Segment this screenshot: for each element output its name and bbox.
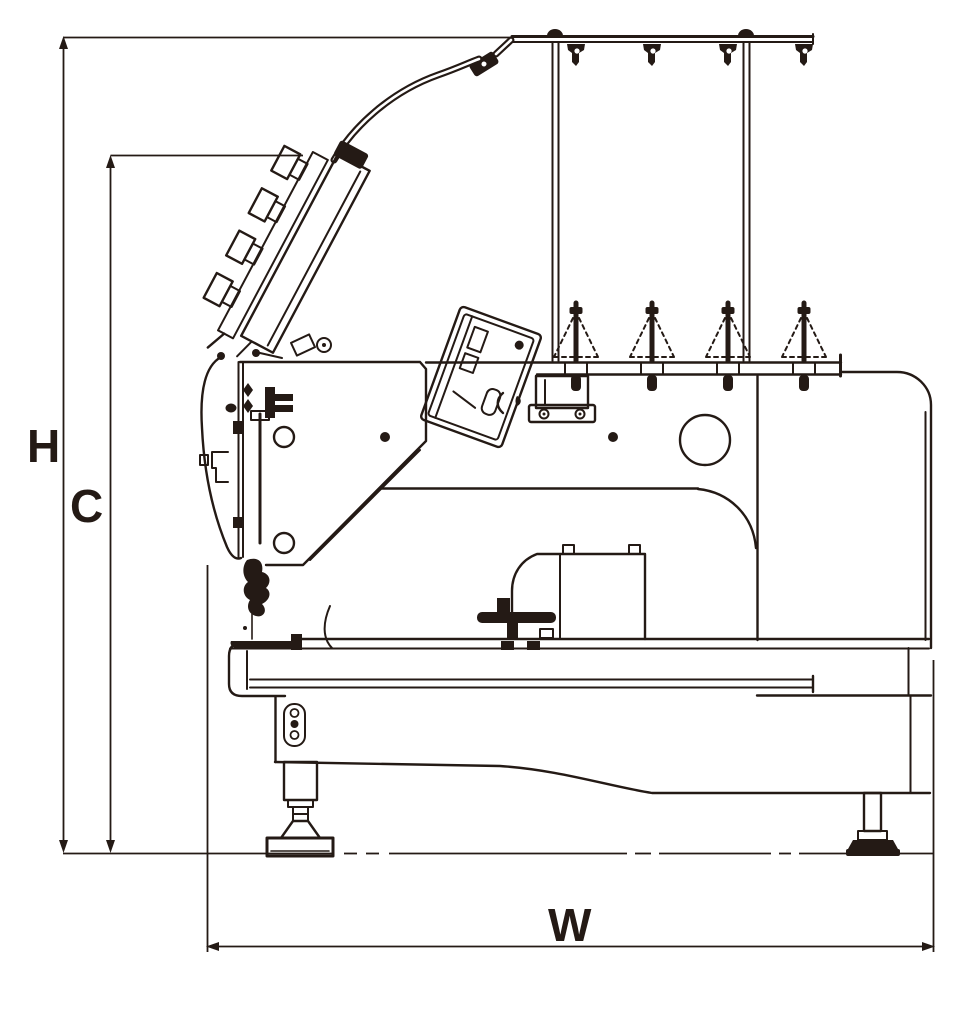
thread-guide-disc [316, 337, 332, 353]
left-adjustable-foot [265, 760, 335, 858]
spool-pin [705, 300, 751, 391]
needle-clamp-cluster [243, 558, 270, 617]
screw-dot [380, 432, 390, 442]
w-label: W [548, 899, 592, 951]
spool-table-ticks [564, 362, 816, 375]
thread-guide-tube [330, 55, 483, 164]
dimension-height-c: C [70, 154, 303, 853]
feed-dog [501, 641, 514, 650]
handwheel-hole [678, 413, 732, 467]
guide-bead [225, 403, 237, 413]
faceplate-clamp [233, 517, 244, 528]
screw-dot [608, 432, 618, 442]
tension-plate [239, 152, 371, 354]
wire-guard [200, 355, 243, 560]
hanger-hook-icon [795, 44, 813, 66]
right-adjustable-foot [846, 791, 900, 856]
w-arrow-right-icon [922, 942, 935, 951]
looper-arc [496, 391, 505, 415]
sparkle-icon [243, 399, 253, 413]
stand-mount-bracket [527, 374, 597, 424]
thread-guide-ball [252, 349, 260, 357]
hanger-hook-icon [567, 44, 585, 66]
thread-hanger-hooks [567, 44, 813, 66]
hanger-hook-icon [643, 44, 661, 66]
thread-guide-bracket [265, 387, 293, 418]
spool-pin [781, 300, 827, 391]
stand-body [273, 695, 932, 795]
tube-fitting [469, 51, 499, 77]
feed-part [291, 634, 302, 650]
c-arrow-down-icon [106, 840, 115, 853]
faceplate-hole-lower [272, 531, 296, 555]
c-arrow-up-icon [106, 155, 115, 168]
tube-mount-block [333, 140, 369, 169]
spool-pins [553, 300, 827, 391]
take-up-lever [289, 333, 317, 357]
tension-knob [202, 271, 242, 308]
cloth-plate-left-bracket [227, 641, 287, 698]
dimension-width-w: W [206, 565, 935, 952]
h-label: H [27, 420, 60, 472]
puller-bar [477, 612, 556, 623]
edge-guide-bracket [211, 451, 229, 483]
faceplate-clamp [233, 421, 244, 434]
stand-rods [551, 42, 751, 362]
comma-tab [515, 396, 521, 406]
hanger-hook-icon [719, 44, 737, 66]
belt-slot [283, 703, 306, 747]
tension-knob-bar [217, 150, 329, 340]
foot-base [265, 836, 335, 858]
faceplate-hole-upper [272, 425, 296, 449]
chain-hook [323, 605, 333, 649]
machine-body [227, 370, 933, 698]
c-label: C [70, 480, 103, 532]
tension-unit [202, 140, 371, 358]
spool-table [424, 353, 843, 378]
h-arrow-down-icon [59, 840, 68, 853]
spool-pin [553, 300, 599, 391]
tension-knob [247, 187, 287, 224]
rod-clamp-dome [547, 29, 563, 36]
puller-assembly [477, 544, 647, 650]
w-arrow-left-icon [206, 942, 219, 951]
sparkle-icon [243, 383, 253, 397]
tension-knob [224, 229, 264, 266]
stand-bottom-contour [273, 760, 932, 795]
feed-dog [527, 641, 540, 650]
rear-cover-outline [839, 370, 933, 650]
rod-clamp-dome [738, 29, 754, 36]
dimension-height-h: H [27, 36, 512, 853]
metering-device [419, 305, 543, 449]
h-arrow-up-icon [59, 36, 68, 49]
machine-head [199, 333, 428, 650]
thread-stand [424, 29, 843, 391]
tension-knob [270, 144, 309, 181]
bed-front-curve [696, 487, 758, 550]
foot-pad [848, 840, 898, 849]
spool-pin [629, 300, 675, 391]
